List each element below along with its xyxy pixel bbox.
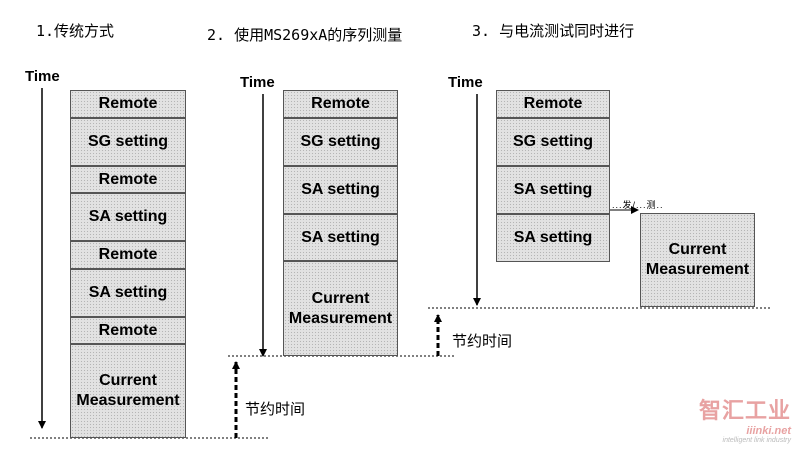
saved-time-label-1: 节约时间 xyxy=(245,401,306,418)
col1-block-sa-setting-2: SA setting xyxy=(70,269,186,317)
col1-block-remote-2: Remote xyxy=(70,166,186,193)
time-label-1: Time xyxy=(25,68,60,85)
logo-domain: iiinki.net xyxy=(746,425,791,437)
col1-block-sg-setting: SG setting xyxy=(70,118,186,166)
col2-block-sg-setting: SG setting xyxy=(283,118,398,166)
col1-block-remote-1: Remote xyxy=(70,90,186,118)
watermark-logo: 智汇工业 iiinki.net intelligent link industr… xyxy=(699,393,791,444)
logo-tagline: intelligent link industry xyxy=(722,437,791,444)
col2-block-remote: Remote xyxy=(283,90,398,118)
col1-block-remote-4: Remote xyxy=(70,317,186,344)
heading-traditional: 1.传统方式 xyxy=(36,22,115,40)
saved-time-label-2: 节约时间 xyxy=(452,333,513,350)
logo-text: 智汇工业 xyxy=(698,398,791,423)
col2-block-sa-setting-1: SA setting xyxy=(283,166,398,214)
col3-block-remote: Remote xyxy=(496,90,610,118)
parallel-note: ...发/...测.. xyxy=(612,200,664,210)
col3-block-sa-setting-1: SA setting xyxy=(496,166,610,214)
heading-parallel: 3. 与电流测试同时进行 xyxy=(472,22,635,40)
heading-sequence: 2. 使用MS269xA的序列测量 xyxy=(207,26,403,44)
time-label-3: Time xyxy=(448,74,483,91)
col3-block-sa-setting-2: SA setting xyxy=(496,214,610,262)
col3-block-current-measurement: Current Measurement xyxy=(640,213,755,307)
col3-block-sg-setting: SG setting xyxy=(496,118,610,166)
col1-block-remote-3: Remote xyxy=(70,241,186,269)
col1-block-sa-setting-1: SA setting xyxy=(70,193,186,241)
col1-block-current-measurement: Current Measurement xyxy=(70,344,186,438)
time-label-2: Time xyxy=(240,74,275,91)
col2-block-current-measurement: Current Measurement xyxy=(283,261,398,356)
col2-block-sa-setting-2: SA setting xyxy=(283,214,398,261)
